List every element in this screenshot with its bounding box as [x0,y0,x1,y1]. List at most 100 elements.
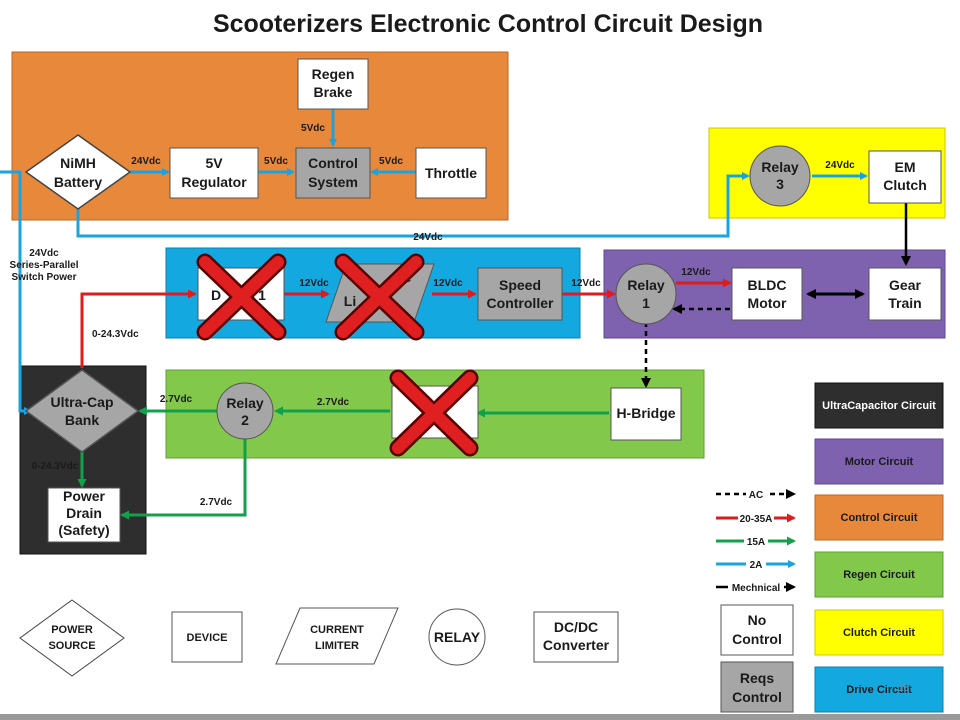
legend-ac-label-bg [746,488,766,500]
control-system-device [295,147,371,199]
relay-1 [615,263,677,325]
legend-ultracap-box [814,382,944,429]
legend-2a-label-bg [746,558,766,570]
relay3-to-clutch-label: 24Vdc [825,160,855,171]
ucap-to-diode1-wire [80,289,197,368]
legend-limiter-label-1: CURRENT [310,624,364,636]
bldc-motor-device [731,267,803,321]
legend-drive-box [814,666,944,713]
legend-no-control-label-1: No [748,612,767,628]
limiter-to-speed-label: 12Vdc [433,278,463,289]
bottom-strip [0,714,960,720]
nimh-battery-label-2: Battery [54,174,102,190]
speed-to-relay1-label: 12Vdc [571,278,601,289]
power-drain-label-2: Drain [66,505,102,521]
legend-clutch-box [814,609,944,656]
legend-ultracap-label: UltraCapacitor Circuit [822,400,936,412]
power-drain-device [47,487,121,543]
removed-current-limiter-x-icon [334,253,425,341]
legend-limiter-shape [275,607,399,665]
legend-limiter-label-2: LIMITER [315,640,359,652]
throttle-to-ctrl-label: 5Vdc [379,156,403,167]
ultracap-bank-source [24,369,140,453]
relay-2-label-1: Relay [226,395,264,411]
legend-control-label: Control Circuit [841,512,918,524]
relay2-to-ucap-label: 2.7Vdc [160,394,193,405]
legend-power-source-shape [19,599,125,677]
relay-2 [216,382,274,440]
legend-dcdc-label-1: DC/DC [554,619,598,635]
legend-20-35a-label-bg [738,512,774,524]
legend-motor-box [814,438,944,485]
legend-control-box [814,494,944,541]
nimh-battery-label-1: NiMH [60,155,96,171]
bldc-motor-label-2: Motor [748,295,787,311]
legend-power-label-2: SOURCE [48,640,95,652]
relay2-to-drain-label: 2.7Vdc [200,497,233,508]
legend-regen-box [814,551,944,598]
power-drain-label-3: (Safety) [58,522,109,538]
legend-15a-label: 15A [747,537,765,548]
legend-drive-label: Drive Circuit [846,684,912,696]
h-bridge-label: H-Bridge [616,405,675,421]
legend-no-control-box [720,604,794,656]
legend-relay-label: RELAY [434,629,481,645]
removed-diode-2-x-icon [389,369,479,457]
bldc-motor-label-1: BLDC [748,277,787,293]
relay-1-label-2: 1 [642,295,650,311]
battery-to-relay3-wire [76,172,750,238]
diode-1-label-1: D [211,287,221,303]
relay-3 [749,145,811,207]
diode2-to-relay2-label: 2.7Vdc [317,397,350,408]
regulator-label-1: 5V [205,155,223,171]
relay2-to-drain-wire [120,438,247,520]
removed-diode-1-x-icon [196,253,287,341]
relay-1-label-1: Relay [627,277,665,293]
series-parallel-label-3: Switch Power [11,272,76,283]
relay-2-label-2: 2 [241,412,249,428]
relay-3-label-2: 3 [776,176,784,192]
gear-train-device [868,267,942,321]
gear-train-label-2: Train [888,295,921,311]
legend-motor-label: Motor Circuit [845,456,914,468]
legend-device-label: DEVICE [187,632,228,644]
legend-mechanical-label-bg [728,581,784,593]
legend-15a-label-bg [744,535,768,547]
page-number: 16 [898,683,910,694]
legend-regen-label: Regen Circuit [843,569,915,581]
regulator-label-2: Regulator [181,174,247,190]
legend-20-35a-label: 20-35A [740,514,773,525]
legend-reqs-control-box [720,661,794,713]
gear-train-label-1: Gear [889,277,921,293]
regen-brake-label-2: Brake [314,84,353,100]
diode1-to-limiter-label: 12Vdc [299,278,329,289]
legend-power-label-1: POWER [51,624,93,636]
em-clutch-label-1: EM [895,159,916,175]
reg-to-ctrl-label: 5Vdc [264,156,288,167]
power-drain-label-1: Power [63,488,106,504]
speed-controller-label-2: Controller [487,295,554,311]
h-bridge-device [610,387,682,441]
legend-ac-label: AC [749,490,763,501]
current-limiter-label-2: Li [344,293,356,309]
speed-controller-label-1: Speed [499,277,541,293]
legend-reqs-control-label-1: Reqs [740,670,774,686]
series-parallel-label-2: Series-Parallel [10,260,79,271]
em-clutch-device [868,150,942,204]
em-clutch-label-2: Clutch [883,177,927,193]
nimh-battery-source [24,134,132,210]
diagram-title: Scooterizers Electronic Control Circuit … [213,10,763,38]
ultracap-bank-label-1: Ultra-Cap [50,394,113,410]
throttle-device [415,147,487,199]
brake-to-ctrl-label: 5Vdc [301,123,325,134]
legend-dcdc-shape [533,611,619,663]
legend-mechanical-label: Mechnical [732,583,781,594]
legend-relay-shape [428,608,486,666]
legend-no-control-label-2: Control [732,631,782,647]
regen-brake-device [297,58,369,110]
series-parallel-label-1: 24Vdc [29,248,59,259]
ultracap-bank-label-2: Bank [65,412,99,428]
relay-3-label-1: Relay [761,159,799,175]
legend-dcdc-label-2: Converter [543,637,610,653]
